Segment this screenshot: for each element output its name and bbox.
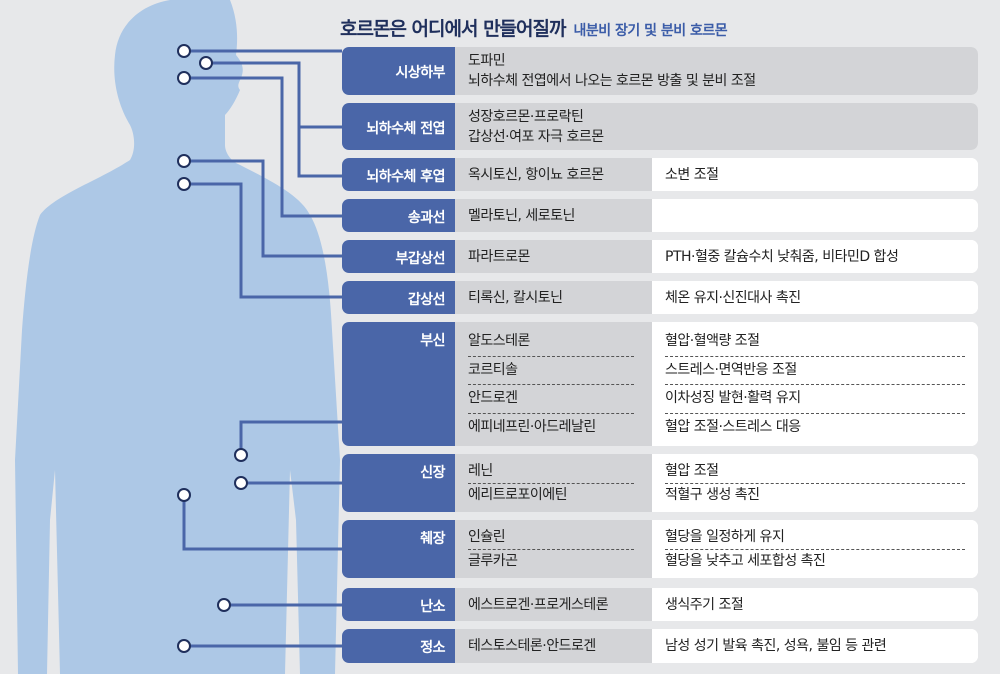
hormone-name: 인슐린	[468, 529, 506, 545]
organ-label: 송과선	[342, 199, 455, 232]
hormone-column	[455, 103, 978, 150]
page-title: 호르몬은 어디에서 만들어질까 내분비 장기 및 분비 호르몬	[340, 14, 728, 41]
hormone-column	[455, 47, 978, 95]
hormone-column	[455, 588, 652, 621]
organ-row: 부갑상선 파라트로몬 PTH·혈중 칼슘수치 낮춰줌, 비타민D 합성	[342, 240, 978, 273]
organ-row: 시상하부 도파민 뇌하수체 전엽에서 나오는 호르몬 방출 및 분비 조절	[342, 47, 978, 95]
row-divider	[468, 355, 634, 357]
row-divider	[468, 412, 634, 414]
hormone-function: 생식주기 조절	[665, 596, 744, 613]
row-divider	[665, 355, 965, 357]
hormone-name: 멜라토닌, 세로토닌	[468, 207, 575, 224]
hormone-name: 파라트로몬	[468, 248, 530, 265]
row-divider	[468, 384, 634, 385]
hormone-name: 알도스테론	[468, 333, 530, 350]
hormone-column	[455, 629, 652, 663]
organ-location-dot	[217, 598, 231, 612]
hormone-name: 레닌	[468, 463, 493, 479]
connector-line	[184, 76, 342, 218]
organ-row: 정소 테스토스테론·안드로겐 남성 성기 발육 촉진, 성욕, 불임 등 관련	[342, 629, 978, 663]
hormone-function: 이차성징 발현·활력 유지	[665, 390, 801, 407]
connector-line	[184, 159, 342, 258]
hormone-function: 혈당을 낮추고 세포합성 촉진	[665, 553, 826, 569]
hormone-name: 티록신, 칼시토닌	[468, 289, 563, 306]
connector-line	[184, 182, 342, 299]
hormone-name: 도파민 뇌하수체 전엽에서 나오는 호르몬 방출 및 분비 조절	[468, 53, 756, 89]
row-divider	[665, 412, 965, 414]
organ-location-dot	[234, 476, 248, 490]
hormone-function: 체온 유지·신진대사 촉진	[665, 289, 801, 306]
hormone-name: 코르티솔	[468, 361, 518, 378]
row-divider	[665, 549, 965, 550]
organ-location-dot	[177, 488, 191, 502]
row-divider	[468, 483, 634, 484]
organ-location-dot	[177, 154, 191, 168]
function-column	[652, 281, 978, 314]
connector-line	[206, 61, 342, 178]
row-divider	[665, 483, 965, 484]
organ-location-dot	[177, 639, 191, 653]
connector-line	[182, 495, 342, 551]
organ-row: 뇌하수체 후엽 옥시토신, 항이뇨 호르몬 소변 조절	[342, 158, 978, 191]
row-divider	[468, 549, 634, 550]
organ-label: 정소	[342, 629, 455, 663]
function-column	[652, 588, 978, 621]
organ-label: 시상하부	[342, 47, 455, 95]
hormone-function: 적혈구 생성 촉진	[665, 487, 760, 503]
hormone-function: 혈당을 일정하게 유지	[665, 529, 785, 545]
hormone-function: 남성 성기 발육 촉진, 성욕, 불임 등 관련	[665, 638, 887, 654]
organ-location-dot	[199, 56, 213, 70]
title-text: 호르몬은 어디에서 만들어질까	[340, 18, 566, 40]
hormone-name: 성장호르몬·프로락틴 갑상선·여포 자극 호르몬	[468, 108, 604, 145]
organ-label: 뇌하수체 전엽	[342, 103, 455, 150]
organ-label: 난소	[342, 588, 455, 621]
hormone-function: PTH·혈중 칼슘수치 낮춰줌, 비타민D 합성	[665, 248, 899, 265]
organ-row: 난소 에스트로겐·프로게스테론 생식주기 조절	[342, 588, 978, 621]
organ-row: 갑상선 티록신, 칼시토닌 체온 유지·신진대사 촉진	[342, 281, 978, 314]
hormone-function: 혈압 조절·스트레스 대응	[665, 418, 801, 435]
organ-location-dot	[234, 448, 248, 462]
organ-label: 뇌하수체 후엽	[342, 158, 455, 191]
organ-row: 송과선 멜라토닌, 세로토닌	[342, 199, 978, 232]
organ-label: 신장	[342, 454, 455, 512]
organ-row: 뇌하수체 전엽 성장호르몬·프로락틴 갑상선·여포 자극 호르몬	[342, 103, 978, 150]
organ-label: 부신	[342, 322, 455, 446]
hormone-column	[455, 240, 652, 273]
organ-label: 갑상선	[342, 281, 455, 314]
hormone-column	[455, 199, 652, 232]
hormone-name: 옥시토신, 항이뇨 호르몬	[468, 166, 604, 183]
subtitle: 내분비 장기 및 분비 호르몬	[573, 23, 728, 39]
organ-label: 췌장	[342, 520, 455, 578]
hormone-function: 혈압·혈액량 조절	[665, 333, 760, 350]
hormone-function: 스트레스·면역반응 조절	[665, 361, 797, 378]
organ-location-dot	[177, 44, 191, 58]
body-shape	[15, 0, 340, 674]
hormone-name: 에피네프린·아드레날린	[468, 418, 596, 435]
row-divider	[665, 384, 965, 385]
hormone-name: 에스트로겐·프로게스테론	[468, 596, 609, 613]
hormone-name: 안드로겐	[468, 390, 518, 407]
function-column	[652, 199, 978, 232]
function-column	[652, 629, 978, 663]
organ-location-dot	[177, 177, 191, 191]
hormone-function: 소변 조절	[665, 166, 719, 183]
organ-label: 부갑상선	[342, 240, 455, 273]
function-column	[652, 240, 978, 273]
hormone-name: 에리트로포이에틴	[468, 487, 568, 503]
hormone-name: 글루카곤	[468, 553, 518, 569]
hormone-column	[455, 158, 652, 191]
connector-line	[239, 420, 342, 455]
hormone-name: 테스토스테론·안드로겐	[468, 638, 596, 654]
organ-location-dot	[177, 71, 191, 85]
hormone-column	[455, 281, 652, 314]
hormone-function: 혈압 조절	[665, 463, 719, 479]
function-column	[652, 158, 978, 191]
